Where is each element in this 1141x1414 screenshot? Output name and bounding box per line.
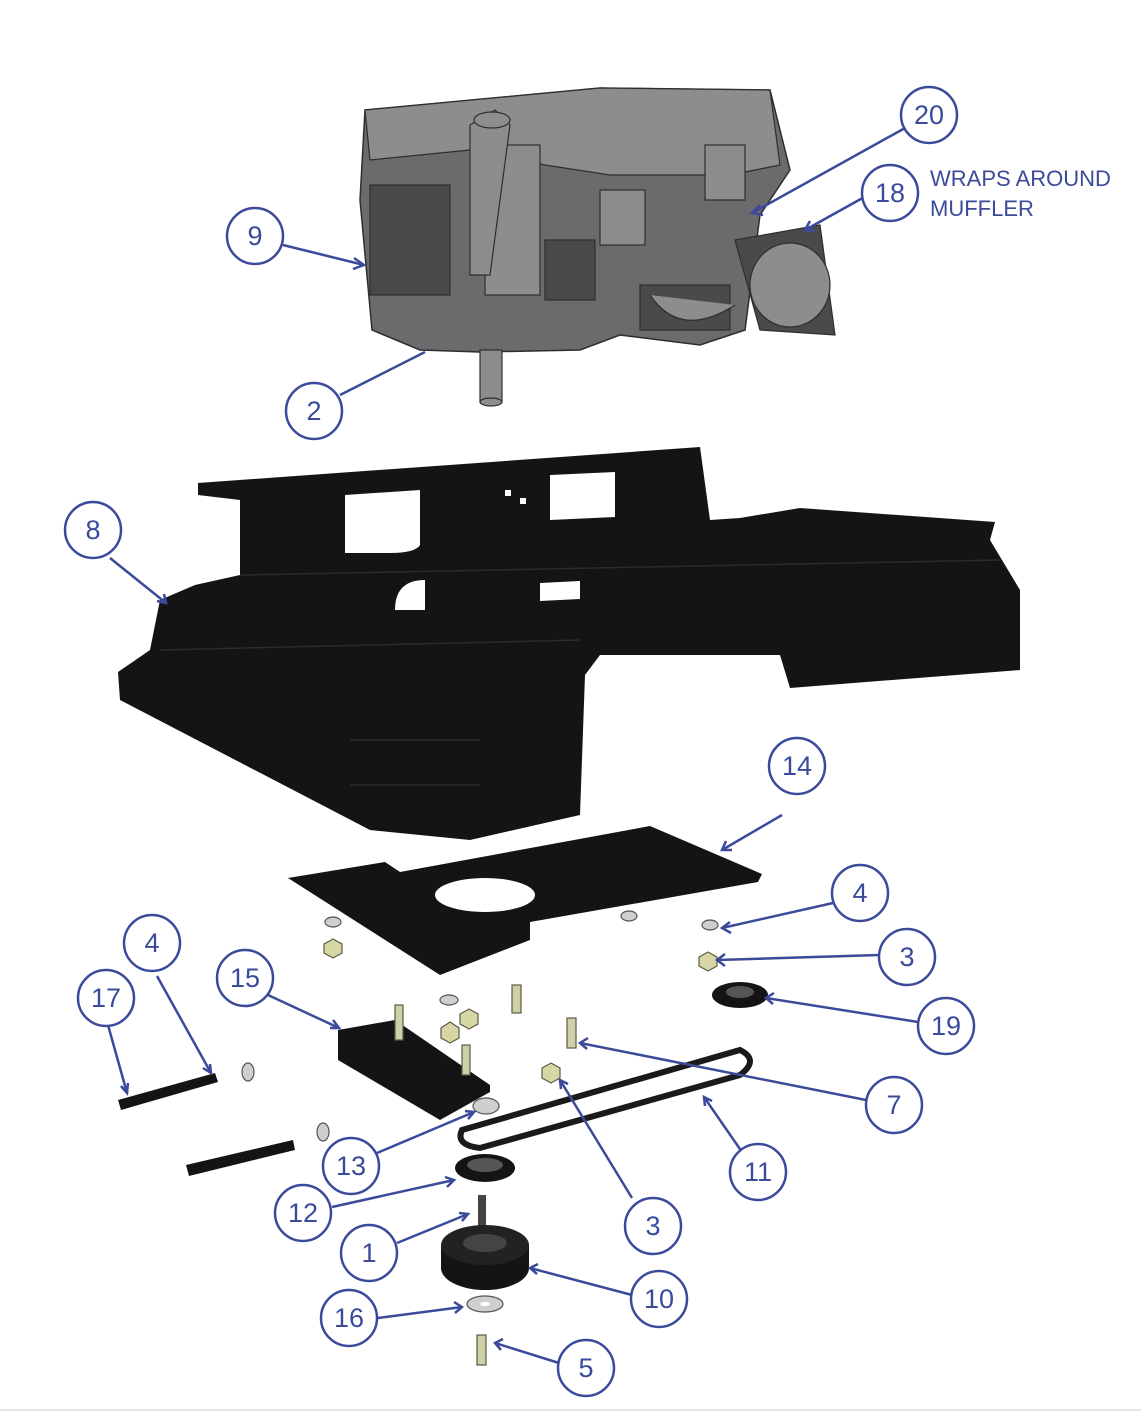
svg-text:3: 3 <box>645 1211 660 1241</box>
engine-assembly <box>359 87 836 407</box>
svg-text:15: 15 <box>230 963 260 993</box>
callout-5: 5 <box>556 1338 616 1398</box>
svg-text:12: 12 <box>288 1198 318 1228</box>
callout-10: 10 <box>629 1269 689 1329</box>
callout-2: 2 <box>284 381 344 441</box>
callout-11: 11 <box>728 1142 788 1202</box>
leader-lines <box>106 126 919 1365</box>
svg-text:18: 18 <box>875 178 905 208</box>
callout-4-right: 4 <box>830 863 890 923</box>
svg-text:9: 9 <box>247 221 262 251</box>
callout-3-center: 3 <box>623 1196 683 1256</box>
callout-3-right: 3 <box>877 927 937 987</box>
callout-14: 14 <box>767 736 827 796</box>
svg-text:13: 13 <box>336 1151 366 1181</box>
svg-text:16: 16 <box>334 1303 364 1333</box>
callout-19: 19 <box>916 996 976 1056</box>
callout-1: 1 <box>339 1223 399 1283</box>
svg-text:17: 17 <box>91 983 121 1013</box>
note-line-2: MUFFLER <box>930 196 1034 221</box>
svg-text:1: 1 <box>361 1238 376 1268</box>
callout-20: 20 <box>899 85 959 145</box>
svg-text:20: 20 <box>914 100 944 130</box>
callout-9: 9 <box>225 206 285 266</box>
callout-16: 16 <box>319 1288 379 1348</box>
callout-17: 17 <box>76 968 136 1028</box>
mounting-plate <box>288 826 762 975</box>
svg-text:11: 11 <box>744 1157 772 1187</box>
callout-15: 15 <box>215 948 275 1008</box>
muffler-note: WRAPS AROUND MUFFLER <box>930 166 1111 221</box>
svg-text:4: 4 <box>144 928 159 958</box>
svg-text:8: 8 <box>85 515 100 545</box>
callout-12: 12 <box>273 1183 333 1243</box>
svg-text:14: 14 <box>782 751 812 781</box>
svg-text:3: 3 <box>899 942 914 972</box>
hardware <box>118 910 768 1366</box>
frame-assembly <box>118 447 1020 840</box>
callout-8: 8 <box>63 500 123 560</box>
svg-text:10: 10 <box>644 1284 674 1314</box>
svg-text:7: 7 <box>886 1090 901 1120</box>
callout-7: 7 <box>864 1075 924 1135</box>
callout-13: 13 <box>321 1136 381 1196</box>
svg-text:2: 2 <box>306 396 321 426</box>
svg-text:5: 5 <box>578 1353 593 1383</box>
svg-text:4: 4 <box>852 878 867 908</box>
note-line-1: WRAPS AROUND <box>930 166 1111 191</box>
callout-18: 18 <box>860 163 920 223</box>
callout-4-left: 4 <box>122 913 182 973</box>
svg-text:19: 19 <box>931 1011 961 1041</box>
